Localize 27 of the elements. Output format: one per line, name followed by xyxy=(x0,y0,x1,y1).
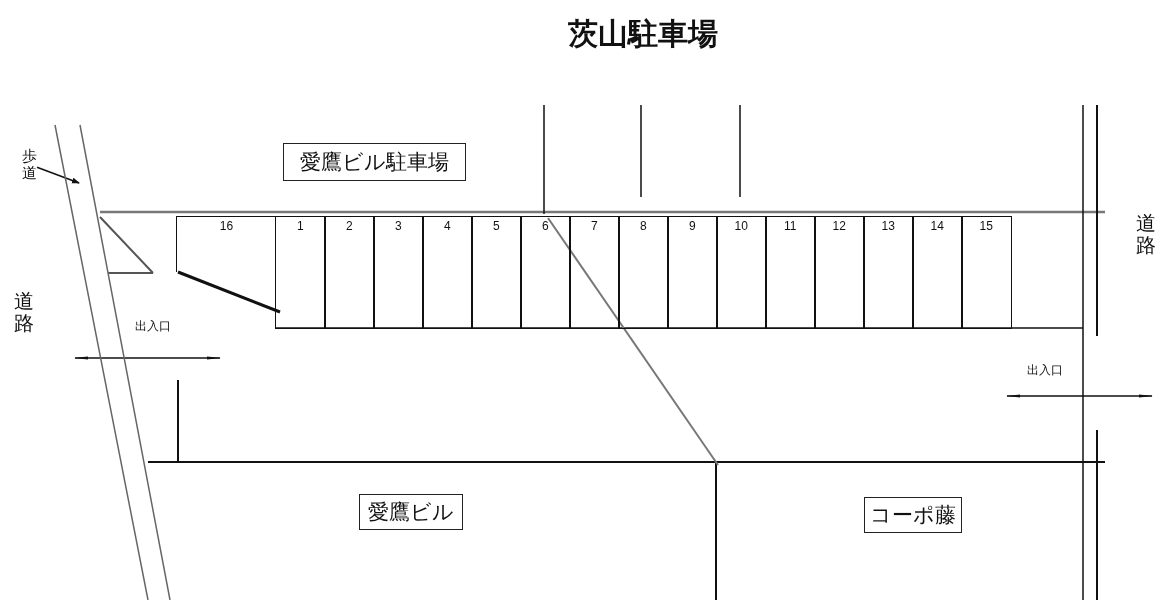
sidewalk-strip xyxy=(54,124,172,600)
leader-arrow xyxy=(36,166,80,184)
parking-space: 3 xyxy=(373,216,424,329)
sidewalk-label: 歩道 xyxy=(22,148,37,181)
parking-space: 12 xyxy=(814,216,865,329)
parking-space: 6 xyxy=(520,216,571,329)
parking-space: 9 xyxy=(667,216,718,329)
parking-space: 1 xyxy=(275,216,326,329)
entrance-label: 出入口 xyxy=(1027,362,1063,379)
building-name-label: 愛鷹ビル駐車場 xyxy=(283,143,466,181)
road-label: 道路 xyxy=(14,290,34,334)
building-name-label: 愛鷹ビル xyxy=(359,494,463,530)
parking-space: 4 xyxy=(422,216,473,329)
parking-space: 13 xyxy=(863,216,914,329)
parking-space: 8 xyxy=(618,216,669,329)
building-name-label: コーポ藤 xyxy=(864,497,962,533)
parking-space: 11 xyxy=(765,216,816,329)
parking-space: 16 xyxy=(176,216,276,272)
parking-space: 10 xyxy=(716,216,767,329)
parking-space: 5 xyxy=(471,216,522,329)
diagram-title: 茨山駐車場 xyxy=(567,15,719,53)
parking-space: 14 xyxy=(912,216,963,329)
parking-space: 15 xyxy=(961,216,1012,329)
road-label: 道路 xyxy=(1136,212,1156,256)
parking-space: 2 xyxy=(324,216,375,329)
parking-space: 7 xyxy=(569,216,620,329)
entrance-label: 出入口 xyxy=(135,318,171,335)
